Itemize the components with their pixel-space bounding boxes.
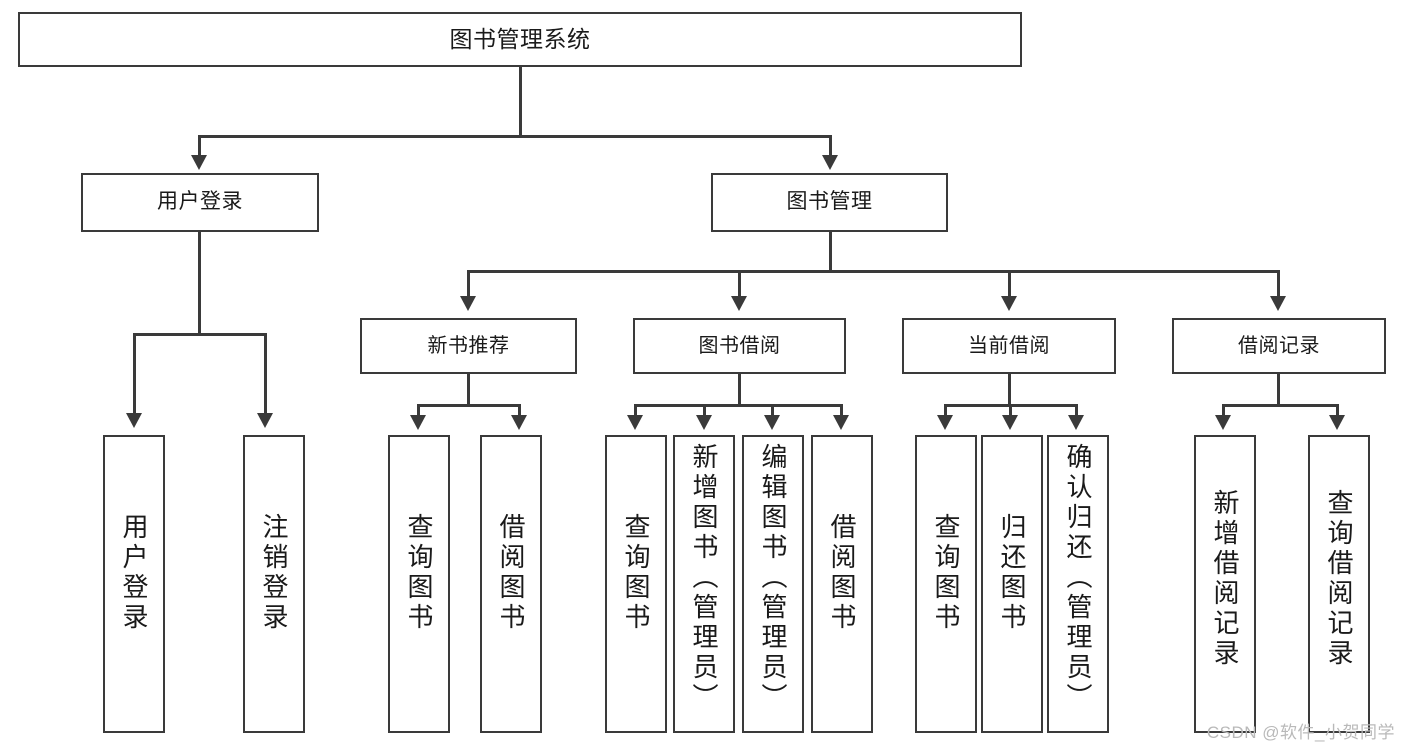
leaf-br-add-record[interactable]: 新增借阅记录 (1194, 435, 1256, 733)
leaf-cb-query-book[interactable]: 查询图书 (915, 435, 977, 733)
leaf-label: 查询图书 (931, 512, 961, 633)
connector-user-login-stem (198, 232, 201, 335)
connector-root-stem (519, 67, 522, 135)
connector-br-leaf-1 (1222, 404, 1225, 417)
csdn-watermark: CSDN @软件_小贺同学 (1206, 723, 1395, 742)
arrowhead-new-book-recommend (460, 296, 476, 311)
connector-current-borrow-stem (1008, 374, 1011, 406)
leaf-nbr-borrow-book[interactable]: 借阅图书 (480, 435, 542, 733)
connector-to-borrow-record (1277, 270, 1280, 298)
leaf-cb-confirm-return-admin[interactable]: 确认归还（管理员） (1047, 435, 1109, 733)
connector-bb-leaf-2 (703, 404, 706, 417)
node-root-book-management-system[interactable]: 图书管理系统 (18, 12, 1022, 67)
leaf-bb-add-book-admin[interactable]: 新增图书（管理员） (673, 435, 735, 733)
connector-book-borrow-bus (634, 404, 843, 407)
arrowhead-leaf-logout (257, 413, 273, 428)
connector-cb-leaf-3 (1075, 404, 1078, 417)
node-label: 图书管理系统 (449, 26, 591, 53)
arrowhead-current-borrow (1001, 296, 1017, 311)
node-book-management[interactable]: 图书管理 (711, 173, 948, 232)
leaf-logout[interactable]: 注销登录 (243, 435, 305, 733)
connector-user-login-leaf-2 (264, 333, 267, 415)
leaf-bb-borrow-book[interactable]: 借阅图书 (811, 435, 873, 733)
connector-book-borrow-stem (738, 374, 741, 406)
node-label: 图书管理 (786, 190, 873, 214)
connector-bb-leaf-3 (771, 404, 774, 417)
leaf-label: 确认归还（管理员） (1063, 443, 1093, 714)
connector-new-book-recommend-stem (467, 374, 470, 406)
leaf-label: 新增借阅记录 (1210, 488, 1240, 669)
connector-to-book-borrow (738, 270, 741, 298)
arrowhead-borrow-record (1270, 296, 1286, 311)
node-current-borrow[interactable]: 当前借阅 (902, 318, 1116, 374)
leaf-label: 归还图书 (997, 512, 1027, 633)
leaf-label: 新增图书（管理员） (689, 443, 719, 714)
leaf-bb-query-book[interactable]: 查询图书 (605, 435, 667, 733)
node-new-book-recommend[interactable]: 新书推荐 (360, 318, 577, 374)
connector-user-login-bus (133, 333, 267, 336)
arrowhead-book-borrow (731, 296, 747, 311)
connector-nbr-leaf-1 (417, 404, 420, 417)
connector-root-to-book-management (829, 135, 832, 157)
arrowhead-bb-leaf-1 (627, 415, 643, 430)
arrowhead-book-management (822, 155, 838, 170)
leaf-label: 编辑图书（管理员） (758, 443, 788, 714)
leaf-label: 查询图书 (621, 512, 651, 633)
connector-borrow-record-stem (1277, 374, 1280, 406)
arrowhead-bb-leaf-2 (696, 415, 712, 430)
connector-root-to-user-login (198, 135, 201, 157)
connector-to-new-book-recommend (467, 270, 470, 298)
node-label: 图书借阅 (698, 334, 781, 357)
leaf-label: 查询借阅记录 (1324, 488, 1354, 669)
leaf-label: 借阅图书 (496, 512, 526, 633)
arrowhead-user-login (191, 155, 207, 170)
arrowhead-br-leaf-2 (1329, 415, 1345, 430)
leaf-nbr-query-book[interactable]: 查询图书 (388, 435, 450, 733)
arrowhead-leaf-user-login (126, 413, 142, 428)
leaf-bb-edit-book-admin[interactable]: 编辑图书（管理员） (742, 435, 804, 733)
connector-borrow-record-bus (1222, 404, 1338, 407)
arrowhead-nbr-leaf-2 (511, 415, 527, 430)
arrowhead-cb-leaf-2 (1002, 415, 1018, 430)
leaf-label: 注销登录 (259, 512, 289, 633)
arrowhead-bb-leaf-4 (833, 415, 849, 430)
node-borrow-record[interactable]: 借阅记录 (1172, 318, 1386, 374)
connector-root-bus (198, 135, 832, 138)
connector-new-book-recommend-bus (417, 404, 521, 407)
leaf-label: 借阅图书 (827, 512, 857, 633)
arrowhead-bb-leaf-3 (764, 415, 780, 430)
connector-user-login-leaf-1 (133, 333, 136, 415)
arrowhead-nbr-leaf-1 (410, 415, 426, 430)
connector-cb-leaf-2 (1009, 404, 1012, 417)
connector-book-management-stem (829, 232, 832, 272)
connector-nbr-leaf-2 (518, 404, 521, 417)
leaf-br-query-record[interactable]: 查询借阅记录 (1308, 435, 1370, 733)
arrowhead-br-leaf-1 (1215, 415, 1231, 430)
arrowhead-cb-leaf-1 (937, 415, 953, 430)
node-user-login[interactable]: 用户登录 (81, 173, 319, 232)
node-label: 当前借阅 (968, 334, 1050, 357)
connector-bb-leaf-4 (840, 404, 843, 417)
node-label: 借阅记录 (1238, 334, 1320, 357)
leaf-cb-return-book[interactable]: 归还图书 (981, 435, 1043, 733)
connector-to-current-borrow (1008, 270, 1011, 298)
node-label: 新书推荐 (427, 334, 510, 357)
leaf-label: 查询图书 (404, 512, 434, 633)
connector-level3-bus (467, 270, 1280, 273)
connector-cb-leaf-1 (944, 404, 947, 417)
node-label: 用户登录 (157, 190, 243, 214)
connector-bb-leaf-1 (634, 404, 637, 417)
leaf-label: 用户登录 (119, 512, 149, 633)
leaf-user-login[interactable]: 用户登录 (103, 435, 165, 733)
connector-br-leaf-2 (1336, 404, 1339, 417)
node-book-borrow[interactable]: 图书借阅 (633, 318, 846, 374)
arrowhead-cb-leaf-3 (1068, 415, 1084, 430)
